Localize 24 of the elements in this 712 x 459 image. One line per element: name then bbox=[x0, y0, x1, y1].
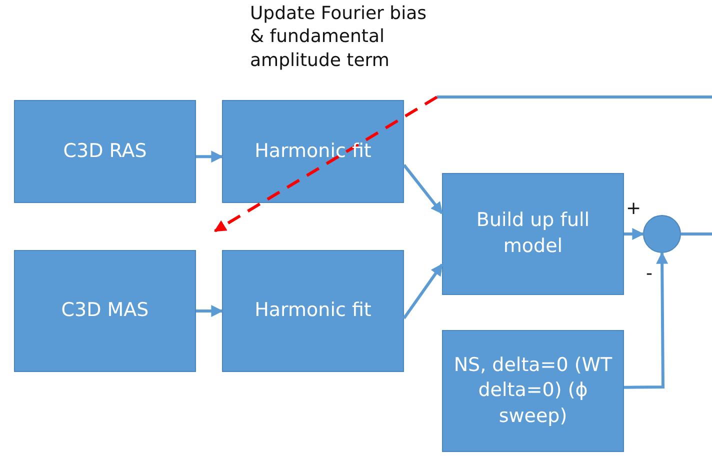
box-label: Harmonic fit bbox=[254, 298, 372, 324]
process-box bbox=[14, 100, 196, 203]
box-label: Harmonic fit bbox=[254, 138, 372, 164]
annotation-text: Update Fourier bias & fundamental amplitude term bbox=[250, 2, 428, 72]
process-box bbox=[442, 330, 624, 452]
arrow bbox=[402, 164, 444, 214]
box-label: C3D RAS bbox=[62, 138, 148, 164]
process-box bbox=[14, 250, 196, 372]
box-label: NS, delta=0 (WT delta=0) (ϕ sweep) bbox=[452, 352, 614, 429]
process-box bbox=[222, 100, 404, 203]
box-label: C3D MAS bbox=[60, 298, 150, 324]
sign-label: - bbox=[646, 262, 654, 286]
arrow bbox=[624, 252, 668, 389]
sign-label: + bbox=[626, 197, 642, 220]
arrow bbox=[624, 228, 644, 240]
summing-junction bbox=[643, 215, 681, 253]
process-box bbox=[222, 250, 404, 372]
box-label: Build up full model bbox=[475, 208, 591, 259]
arrow bbox=[196, 305, 224, 317]
dashed-arrow bbox=[214, 96, 438, 232]
process-box bbox=[442, 173, 624, 295]
arrow bbox=[402, 264, 444, 320]
connector-line bbox=[681, 232, 712, 236]
arrow bbox=[196, 150, 224, 163]
